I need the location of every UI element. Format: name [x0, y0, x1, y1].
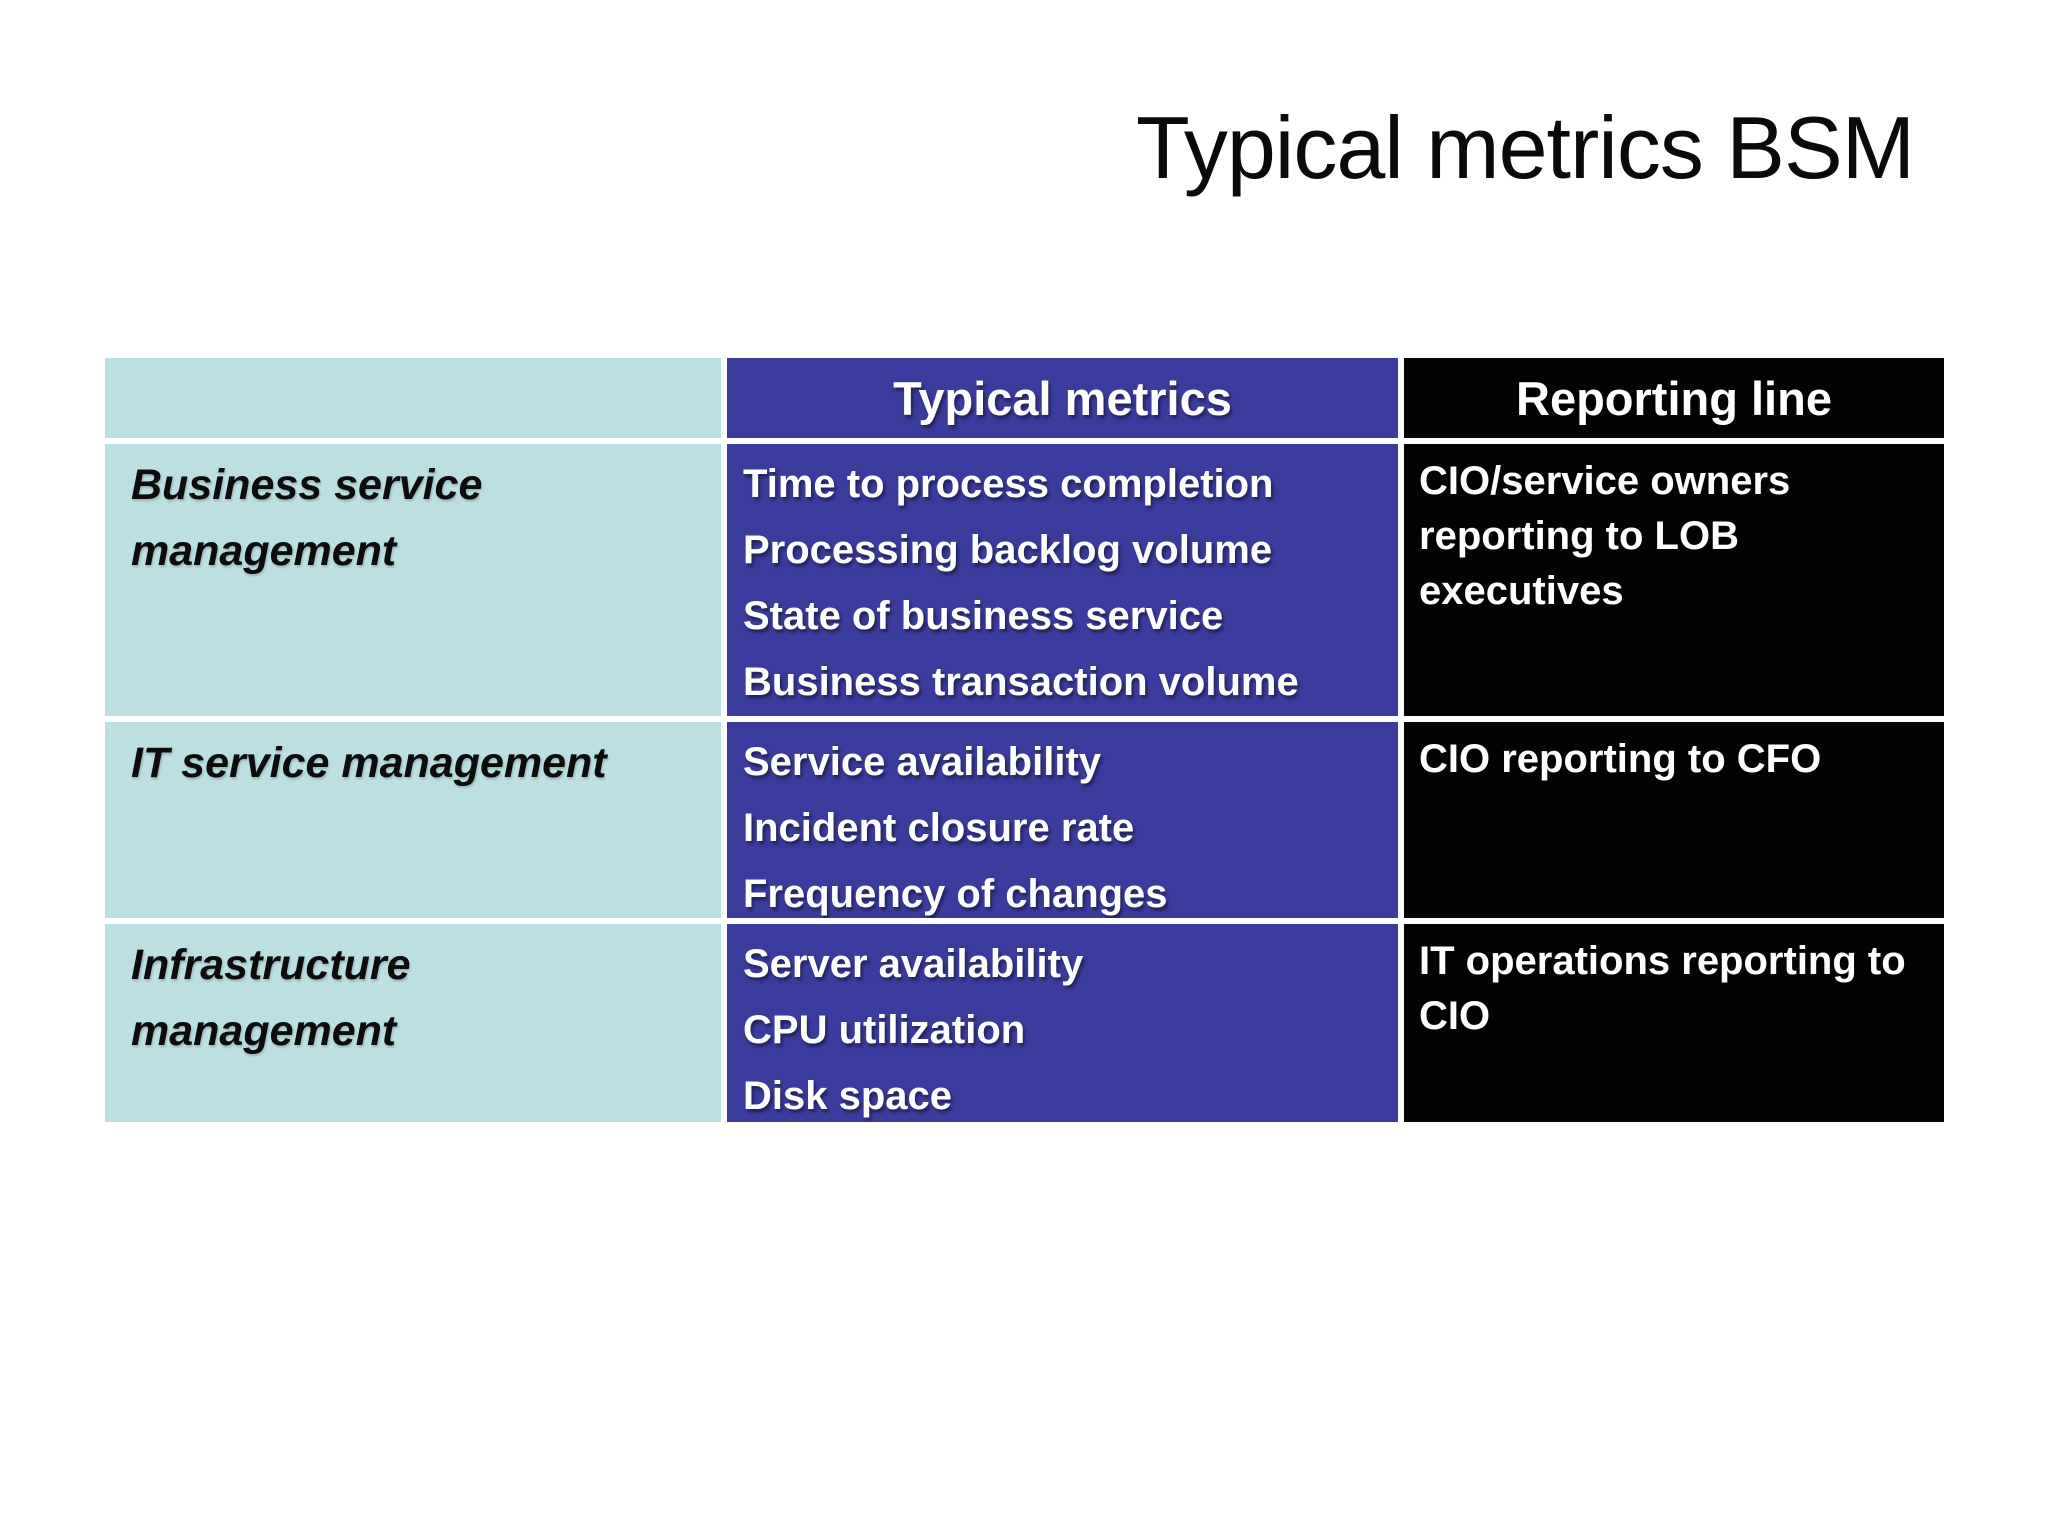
metric-item: Service availability — [743, 740, 1102, 784]
reporting-line-text: reporting to LOB — [1419, 514, 1739, 558]
page-title: Typical metrics BSM — [1135, 98, 1915, 197]
metric-item: Incident closure rate — [743, 806, 1135, 850]
reporting-line-text: CIO — [1419, 994, 1491, 1038]
row-label-infrastructure-management: Infrastructure management — [105, 924, 721, 1122]
column-header-typical-metrics: Typical metrics — [727, 358, 1398, 438]
metric-item: Frequency of changes — [743, 872, 1168, 916]
row-label-line: management — [131, 1007, 397, 1055]
metrics-cell: Server availability CPU utilization Disk… — [727, 924, 1398, 1122]
metric-item: Time to process completion — [743, 462, 1274, 506]
reporting-line-text: CIO/service owners — [1419, 459, 1791, 503]
reporting-line-text: IT operations reporting to — [1419, 939, 1906, 983]
metrics-cell: Service availability Incident closure ra… — [727, 722, 1398, 918]
table-corner-cell — [105, 358, 721, 438]
metric-item: Server availability — [743, 942, 1084, 986]
metrics-table: Typical metrics Reporting line Business … — [105, 358, 1944, 1122]
metric-item: Business transaction volume — [743, 660, 1299, 704]
metric-item: State of business service — [743, 594, 1224, 638]
metric-item: Disk space — [743, 1074, 953, 1118]
row-label-line: management — [131, 527, 397, 575]
column-header-reporting-line: Reporting line — [1404, 358, 1944, 438]
reporting-cell: CIO reporting to CFO — [1404, 722, 1944, 918]
reporting-line-text: executives — [1419, 569, 1624, 613]
metrics-cell: Time to process completion Processing ba… — [727, 444, 1398, 716]
row-label-line: IT service management — [131, 739, 607, 787]
row-label-business-service-management: Business service management — [105, 444, 721, 716]
metric-item: Processing backlog volume — [743, 528, 1273, 572]
reporting-cell: CIO/service owners reporting to LOB exec… — [1404, 444, 1944, 716]
metric-item: CPU utilization — [743, 1008, 1026, 1052]
reporting-line-text: CIO reporting to CFO — [1419, 737, 1822, 781]
row-label-line: Business service — [131, 461, 483, 509]
row-label-line: Infrastructure — [131, 941, 411, 989]
reporting-cell: IT operations reporting to CIO — [1404, 924, 1944, 1122]
row-label-it-service-management: IT service management — [105, 722, 721, 918]
